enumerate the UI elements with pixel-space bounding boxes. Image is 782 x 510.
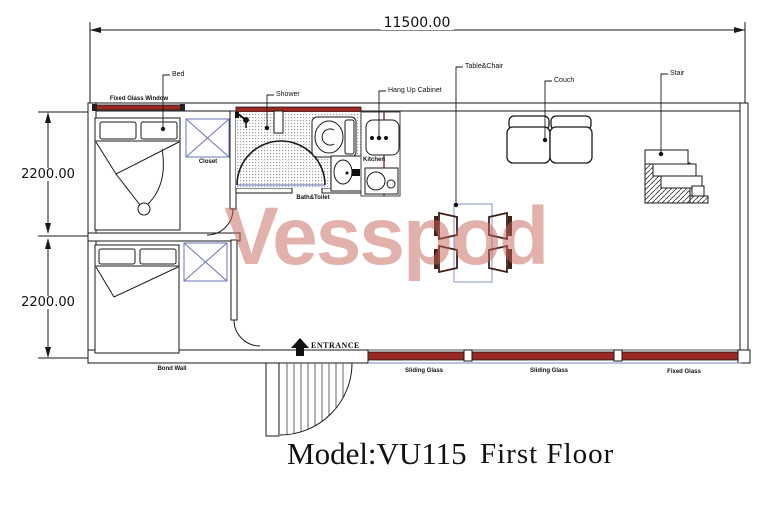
label-fixed-glass: Fixed Glass [667,369,701,375]
shower-head-icon [235,112,249,128]
stair-symbol [644,149,709,204]
callout-stair: Stair [670,70,685,77]
label-sliding-glass-1: Sliding Glass [404,368,444,374]
callout-table-chair: Table&Chair [465,63,504,70]
callout-hang-up-cabinet: Hang Up Cabinet [388,87,442,94]
dimension-left-upper-value: 2200.00 [19,167,77,182]
kitchen-unit [360,111,401,197]
toilet-symbol [311,116,357,158]
callout-shower: Shower [276,91,300,98]
title-model: Model:VU115 [287,436,467,471]
label-sliding-glass-2: Sliding Glass [529,368,569,374]
label-bath-toilet: Bath&Toilet [296,195,330,201]
table-symbol [453,203,493,283]
label-entrance: ENTRANCE [311,341,360,350]
dimension-top [89,22,746,103]
bedroom-2-door-arc [233,319,261,347]
couch-symbol [506,115,593,164]
fixed-glass-window-strip [92,104,185,111]
callout-leaders [160,66,668,208]
entrance-arrow-icon [291,338,309,356]
bathroom-window-strip [235,106,362,113]
bedroom-1-door-arc [206,208,234,236]
callout-couch: Couch [554,77,575,84]
callout-bed: Bed [172,71,185,78]
closet-2-symbol [183,242,228,282]
cooktop [365,119,400,156]
shower-screen [236,140,326,186]
glass-wall-bottom [367,349,751,364]
bed-2-symbol [94,244,180,354]
dimension-left-lower-value: 2200.00 [19,295,77,310]
dimension-top-value: 11500.00 [380,16,454,30]
bed-1-symbol [94,117,181,231]
dimension-left [38,111,90,359]
bathroom [235,110,362,192]
chairs-symbol [434,211,512,274]
label-fixed-glass-window: Fixed Glass Window [109,96,169,102]
bath-sink-symbol [330,155,362,192]
label-kitchen: Kitchen [363,157,386,163]
title-floor: First Floor [480,438,615,470]
label-bond-wall: Bond Wall [157,366,187,372]
label-closet: Closet [198,159,218,165]
entrance-door [265,362,353,437]
closet-1-symbol [185,118,230,158]
